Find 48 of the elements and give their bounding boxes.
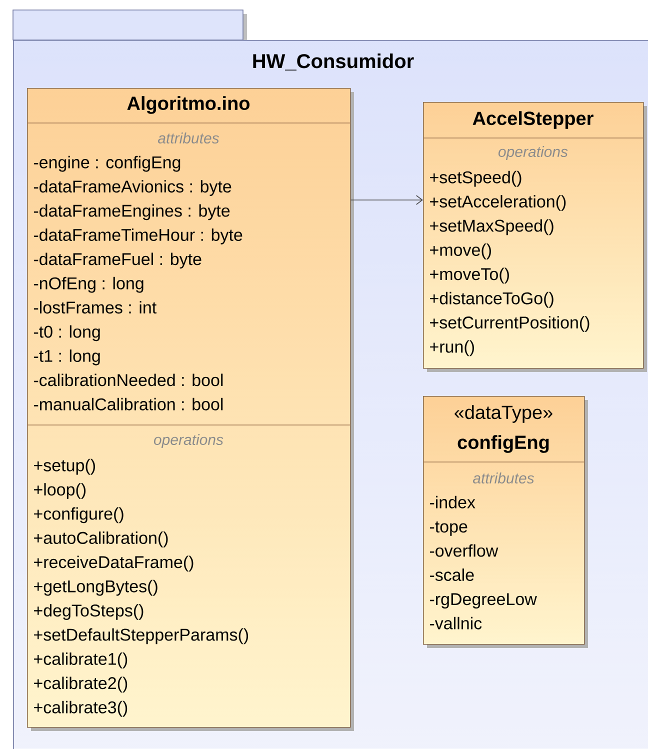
member-text: -manualCalibration : bool xyxy=(34,398,223,410)
class-box xyxy=(26,88,354,731)
member-text: -dataFrameTimeHour : byte xyxy=(34,228,242,244)
arrow xyxy=(350,195,423,205)
member-text: +setMaxSpeed() xyxy=(430,219,554,236)
member-text: +calibrate2() xyxy=(34,676,128,693)
member-text: +autoCalibration() xyxy=(34,532,168,548)
member-text: -tope xyxy=(430,521,468,536)
stereotype-label: «dataType» xyxy=(454,405,552,423)
member-text: +setCurrentPosition() xyxy=(430,316,590,332)
member-text: +run() xyxy=(430,340,474,356)
section-label: operations xyxy=(154,434,224,448)
member-text: +degToSteps() xyxy=(34,604,144,620)
class-name: configEng xyxy=(458,435,549,453)
member-text: -engine : configEng xyxy=(34,156,180,172)
member-text: +setDefaultStepperParams() xyxy=(34,628,248,644)
member-text: -dataFrameFuel : byte xyxy=(34,252,202,269)
member-text: -calibrationNeeded : bool xyxy=(34,374,223,386)
member-text: -nOfEng : long xyxy=(34,276,144,293)
member-text: -dataFrameEngines : byte xyxy=(34,204,230,220)
member-text: +loop() xyxy=(34,483,86,499)
member-text: -index xyxy=(430,496,476,508)
member-text: +calibrate3() xyxy=(34,700,128,717)
member-text: -overflow xyxy=(430,544,498,557)
class-box xyxy=(422,102,647,372)
section-label: attributes xyxy=(472,472,534,484)
class-name: AccelStepper xyxy=(472,111,594,129)
member-text: +setAcceleration() xyxy=(430,195,566,211)
member-text: -scale xyxy=(430,568,474,581)
member-text: +configure() xyxy=(34,507,124,524)
member-text: -lostFrames : int xyxy=(34,301,156,314)
member-text: +distanceToGo() xyxy=(430,292,554,308)
member-text: +setup() xyxy=(34,458,95,475)
member-text: +receiveDataFrame() xyxy=(34,556,194,572)
member-text: +moveTo() xyxy=(430,268,509,284)
section-label: operations xyxy=(498,146,568,160)
member-text: +move() xyxy=(430,244,491,260)
class-box xyxy=(422,396,588,648)
member-text: -t1 : long xyxy=(34,350,100,366)
member-text: -dataFrameAvionics : byte xyxy=(34,180,232,196)
member-text: -vallnic xyxy=(430,616,482,630)
class-name: Algoritmo.ino xyxy=(127,96,250,114)
member-text: -rgDegreeLow xyxy=(430,593,537,609)
section-label: attributes xyxy=(158,132,220,144)
member-text: +getLongBytes() xyxy=(34,580,158,596)
member-text: -t0 : long xyxy=(34,325,100,342)
member-text: +calibrate1() xyxy=(34,652,128,668)
member-text: +setSpeed() xyxy=(430,170,522,187)
